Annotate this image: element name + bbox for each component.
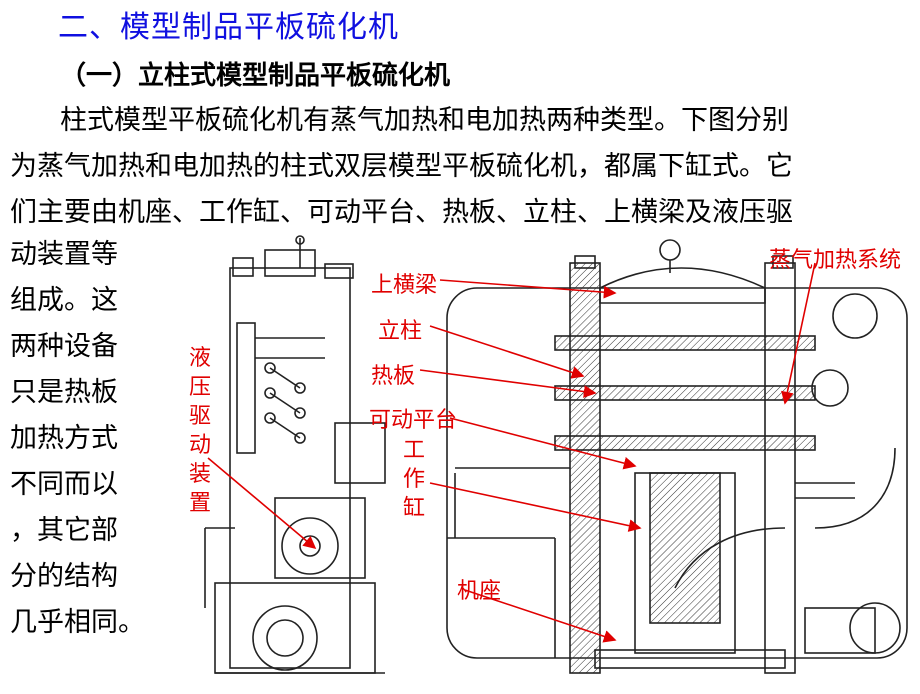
left-heater-tube xyxy=(236,322,256,454)
arrow-top-beam xyxy=(439,279,617,299)
base-plate xyxy=(594,649,786,669)
side-line: 动装置等 xyxy=(10,239,118,270)
label-steam-system: 蒸气加热系统 xyxy=(769,248,902,273)
right-column xyxy=(764,262,796,674)
hot-plate-2 xyxy=(554,385,816,401)
arrow-base xyxy=(464,589,617,643)
press-machine-figure: 上横梁 立柱 热板 可动平台 工作缸 机座 液压驱动装置 蒸气加热系统 xyxy=(175,228,920,690)
left-column xyxy=(569,262,601,674)
left-frame xyxy=(229,267,351,669)
hot-plate-3 xyxy=(554,435,816,451)
side-line: 几乎相同。 xyxy=(10,607,145,638)
side-line: 加热方式 xyxy=(10,423,118,454)
side-line: 两种设备 xyxy=(10,331,118,362)
paragraph-line: 柱式模型平板硫化机有蒸气加热和电加热两种类型。下图分别 xyxy=(60,105,789,136)
label-hot-plate: 热板 xyxy=(371,364,416,389)
label-movable-platform: 可动平台 xyxy=(369,408,458,433)
arrow-steam-system xyxy=(781,262,816,405)
label-base: 机座 xyxy=(457,579,502,604)
top-beam xyxy=(599,267,766,304)
intro-paragraph: 柱式模型平板硫化机有蒸气加热和电加热两种类型。下图分别 为蒸气加热和电加热的柱式… xyxy=(10,98,915,236)
side-line: 不同而以 xyxy=(10,469,118,500)
arrow-movable-platform xyxy=(449,417,637,470)
arrow-work-cylinder xyxy=(429,482,642,532)
side-line: ，其它部 xyxy=(10,515,118,546)
label-hydraulic-drive: 液压驱动装置 xyxy=(188,346,211,516)
page-title: 二、模型制品平板硫化机 xyxy=(58,10,399,45)
side-text-column: 动装置等 组成。这 两种设备 只是热板 加热方式 不同而以 ，其它部 分的结构 … xyxy=(10,232,170,646)
label-work-cylinder: 工作缸 xyxy=(402,438,425,521)
left-pump-housing xyxy=(274,497,366,579)
arrow-column xyxy=(429,325,585,379)
hot-plate-1 xyxy=(554,335,816,351)
label-column: 立柱 xyxy=(378,319,423,344)
machine-drawing xyxy=(204,235,908,674)
paragraph-line: 们主要由机座、工作缸、可动平台、热板、立柱、上横梁及液压驱 xyxy=(10,197,793,228)
side-line: 分的结构 xyxy=(10,561,118,592)
arrow-hydraulic-drive xyxy=(207,457,317,550)
arrow-hot-plate xyxy=(419,369,597,398)
side-line: 只是热板 xyxy=(10,377,118,408)
paragraph-line: 为蒸气加热和电加热的柱式双层模型平板硫化机，都属下缸式。它 xyxy=(10,151,793,182)
right-cabinet xyxy=(446,287,908,659)
side-line: 组成。这 xyxy=(10,285,118,316)
label-top-beam: 上横梁 xyxy=(371,273,438,298)
motor-wheel xyxy=(252,605,318,671)
section-subtitle: （一）立柱式模型制品平板硫化机 xyxy=(60,61,451,91)
